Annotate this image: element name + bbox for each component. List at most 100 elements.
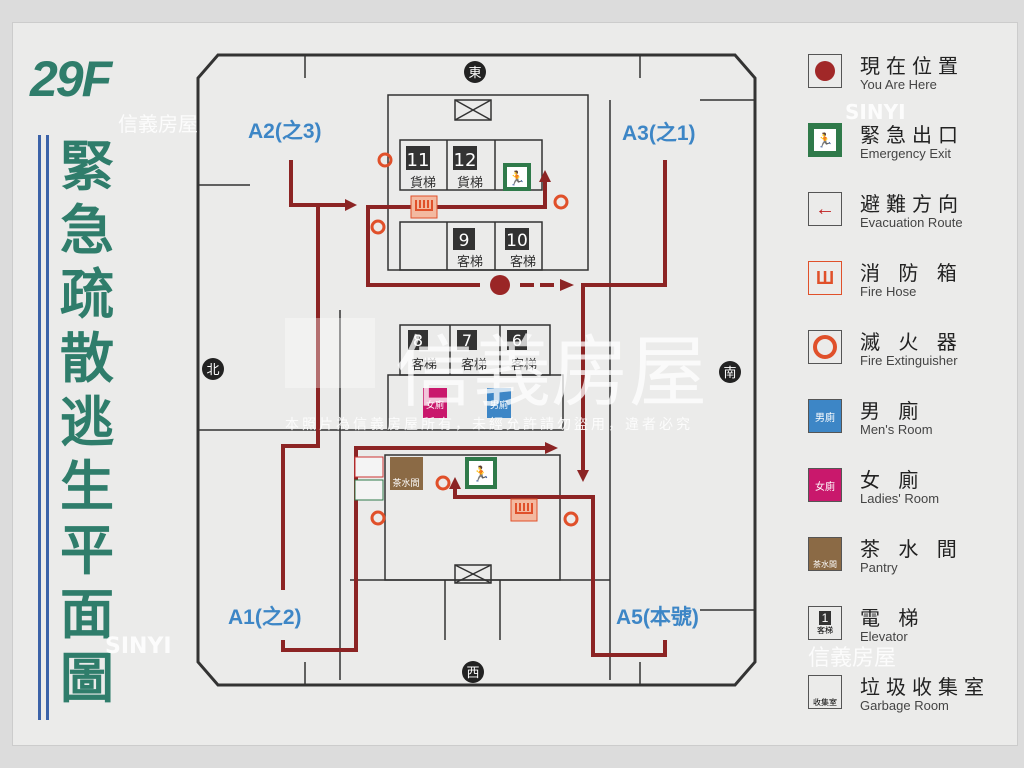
mens-room-icon: 男廁 [487, 388, 511, 418]
compass-east: 東 [468, 65, 481, 81]
fire-extinguisher-icon [553, 194, 569, 210]
route-a2 [289, 160, 345, 207]
fire-extinguisher-icon [370, 219, 386, 235]
svg-text:客梯: 客梯 [461, 357, 487, 373]
compass: 東 北 南 西 [202, 61, 741, 683]
compass-south: 南 [723, 365, 736, 381]
svg-text:12: 12 [454, 150, 477, 171]
legend-label-en: Pantry [860, 560, 898, 575]
legend-label-en: Ladies' Room [860, 491, 940, 506]
legend-label: 電 梯 [860, 606, 925, 630]
legend-label-en: Emergency Exit [860, 146, 952, 161]
legend-label: 現在位置 [860, 54, 964, 78]
elevator-11: 11 貨梯 [406, 146, 436, 191]
fire-extinguisher-icon [435, 475, 451, 491]
svg-text:客梯: 客梯 [411, 357, 437, 373]
svg-text:🏃: 🏃 [472, 465, 491, 483]
legend-label-en: You Are Here [860, 77, 937, 92]
svg-text:貨梯: 貨梯 [410, 175, 436, 191]
elevator-10: 10 客梯 [505, 228, 536, 270]
svg-text:客梯: 客梯 [511, 357, 537, 373]
legend-label-en: Fire Hose [860, 284, 917, 299]
legend-label-en: Elevator [860, 629, 908, 644]
svg-text:10: 10 [506, 231, 528, 251]
svg-text:茶水間: 茶水間 [392, 477, 419, 488]
legend-label-en: Evacuation Route [860, 215, 963, 230]
elevator-6: 6 客梯 [507, 330, 537, 373]
fire-extinguishers [370, 152, 579, 527]
title-bar [38, 135, 41, 720]
you-are-here-marker [490, 275, 510, 295]
route-a3 [581, 160, 667, 470]
emergency-exit-icon: 🏃 [808, 123, 842, 157]
sign-title: 緊急疏散逃生平面圖 [60, 135, 114, 710]
fire-hose-icon [510, 498, 538, 522]
evacuation-routes [281, 160, 667, 657]
fire-extinguisher-icon [370, 510, 386, 526]
svg-text:7: 7 [462, 331, 472, 350]
pantry-icon: 茶水間 [808, 537, 842, 571]
svg-text:男廁: 男廁 [490, 399, 508, 410]
fire-hose-icon: Ш [808, 261, 842, 295]
evacuation-sign [12, 22, 1018, 746]
mens-room-icon: 男廁 [808, 399, 842, 433]
emergency-exit-icon: 🏃 [465, 457, 497, 489]
compass-west: 西 [466, 666, 479, 681]
svg-text:8: 8 [413, 331, 423, 350]
evacuation-route-icon: ← [808, 192, 842, 226]
route-arrows [345, 170, 589, 489]
exit-label-a2: A2(之3) [248, 119, 322, 143]
elevator-12: 12 貨梯 [453, 146, 483, 191]
legend-label: 女 廁 [860, 468, 925, 492]
route-a5 [453, 488, 667, 657]
exit-label-a1: A1(之2) [228, 605, 302, 629]
elevator-7: 7 客梯 [457, 330, 487, 373]
exit-labels: A2(之3) A3(之1) A1(之2) A5(本號) [228, 119, 699, 629]
title-bar [46, 135, 49, 720]
svg-text:女廁: 女廁 [426, 399, 444, 410]
ladies-room-icon: 女廁 [423, 388, 447, 418]
legend-label: 消 防 箱 [860, 261, 963, 285]
svg-text:客梯: 客梯 [457, 254, 483, 270]
you-are-here-icon [808, 54, 842, 88]
legend-label: 男 廁 [860, 399, 925, 423]
legend-label: 避難方向 [860, 192, 964, 216]
garbage-room-icon: 收集室 [808, 675, 842, 709]
legend-label-en: Garbage Room [860, 698, 949, 713]
emergency-exit-icon: 🏃 [503, 163, 531, 191]
exit-label-a3: A3(之1) [622, 121, 696, 145]
legend-label-en: Men's Room [860, 422, 933, 437]
ladies-room-icon: 女廁 [808, 468, 842, 502]
route-core-top [366, 182, 547, 287]
compass-north: 北 [206, 363, 219, 378]
walls [196, 53, 757, 687]
floor-number: 29F [30, 51, 112, 107]
svg-text:貨梯: 貨梯 [457, 175, 483, 191]
fire-hose-icon [410, 195, 438, 219]
svg-text:🏃: 🏃 [508, 170, 525, 186]
route-a2-down [281, 205, 320, 590]
svg-text:6: 6 [512, 331, 522, 350]
svg-text:11: 11 [407, 150, 430, 171]
legend-label: 茶 水 間 [860, 537, 963, 561]
exit-label-a5: A5(本號) [616, 606, 699, 629]
legend-label: 緊急出口 [860, 123, 964, 147]
fire-extinguisher-icon [808, 330, 842, 364]
legend-label: 滅 火 器 [860, 330, 963, 354]
legend-label-en: Fire Extinguisher [860, 353, 958, 368]
svg-text:客梯: 客梯 [510, 254, 536, 270]
